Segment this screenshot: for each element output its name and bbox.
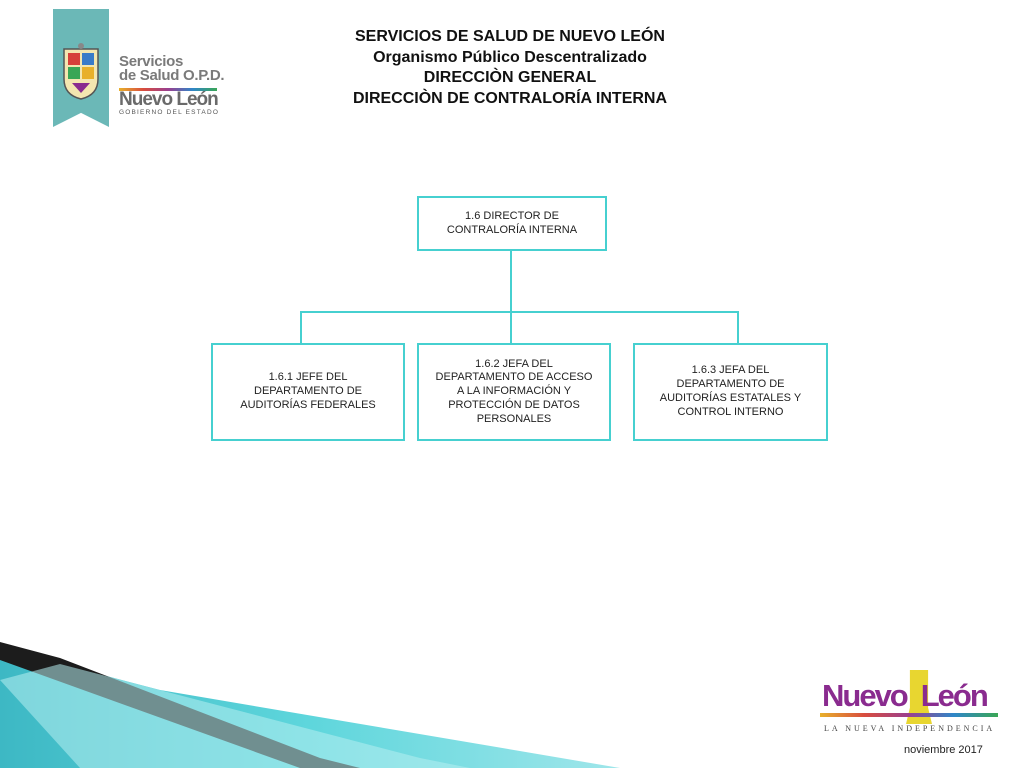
wordmark-color-stripe [820,713,998,717]
org-box-state-audits: 1.6.3 JEFA DEL DEPARTAMENTO DE AUDITORÍA… [633,343,828,441]
logo-text-line2: de Salud O.P.D. [119,67,225,84]
servicios-de-salud-logo: Servicios de Salud O.P.D. Nuevo León GOB… [53,9,233,131]
nuevo-leon-wordmark: Nuevo León [822,678,989,714]
connector-right-drop [737,311,739,344]
org-box-information-access: 1.6.2 JEFA DEL DEPARTAMENTO DE ACCESO A … [417,343,611,441]
connector-center-drop [510,311,512,344]
logo-text-line1: Servicios [119,53,184,70]
wordmark-subtitle: LA NUEVA INDEPENDENCIA [824,724,996,733]
org-box-director-label: 1.6 DIRECTOR DE CONTRALORÍA INTERNA [446,209,578,236]
wordmark-part-b: León [920,678,989,713]
footer-date: noviembre 2017 [904,744,983,756]
coat-of-arms-icon [63,43,99,100]
connector-horizontal [300,311,739,313]
org-box-state-audits-label: 1.6.3 JEFA DEL DEPARTAMENTO DE AUDITORÍA… [659,364,802,418]
logo-text-line3: Nuevo León [119,89,219,110]
org-box-federal-audits: 1.6.1 JEFE DEL DEPARTAMENTO DE AUDITORÍA… [211,343,405,441]
org-box-director: 1.6 DIRECTOR DE CONTRALORÍA INTERNA [417,196,607,251]
org-box-information-access-label: 1.6.2 JEFA DEL DEPARTAMENTO DE ACCESO A … [435,357,593,425]
connector-left-drop [300,311,302,344]
connector-top-vertical [510,250,512,312]
header-line-4: DIRECCIÒN DE CONTRALORÍA INTERNA [352,89,668,107]
org-box-federal-audits-label: 1.6.1 JEFE DEL DEPARTAMENTO DE AUDITORÍA… [240,371,376,411]
decorative-band [0,642,620,768]
page-header: SERVICIOS DE SALUD DE NUEVO LEÓN Organis… [260,27,760,109]
nuevo-leon-logo: Nuevo León LA NUEVA INDEPENDENCIA [818,668,1008,748]
header-line-2: Organismo Público Descentralizado [373,48,647,66]
logo-color-stripe [119,88,217,91]
logo-text-line4: GOBIERNO DEL ESTADO [119,109,220,116]
header-line-3: DIRECCIÒN GENERAL [423,69,597,86]
header-line-1: SERVICIOS DE SALUD DE NUEVO LEÓN [355,28,665,45]
wordmark-part-a: Nuevo [822,678,909,713]
